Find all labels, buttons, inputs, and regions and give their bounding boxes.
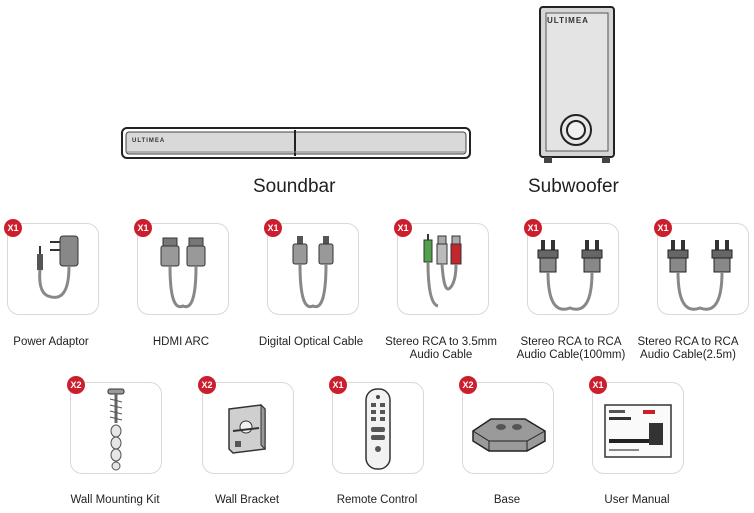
- rca-rca-100mm-label-line1: Stereo RCA to RCA: [520, 336, 622, 348]
- qty-badge: X2: [198, 376, 216, 394]
- rca-rca-25m-cable-icon: [667, 240, 733, 311]
- hdmi-arc-label: HDMI ARC: [152, 336, 210, 348]
- qty-badge: X1: [394, 219, 412, 237]
- soundbar-image: ULTIMEA: [120, 125, 472, 161]
- soundbar-logo: ULTIMEA: [132, 138, 166, 144]
- digital-optical-label: Digital Optical Cable: [258, 336, 364, 348]
- qty-badge: X1: [589, 376, 607, 394]
- qty-badge: X2: [459, 376, 477, 394]
- remote-control-icon: [365, 388, 391, 470]
- rca-rca-25m-label-line1: Stereo RCA to RCA: [637, 336, 739, 348]
- rca-35mm-card: [397, 223, 489, 315]
- rca-rca-100mm-label-line2: Audio Cable(100mm): [516, 349, 626, 361]
- qty-badge: X1: [654, 219, 672, 237]
- user-manual-card: [592, 382, 684, 474]
- soundbar-illustration: [121, 127, 471, 159]
- user-manual-icon: [604, 404, 672, 458]
- rca-rca-100mm-label: Stereo RCA to RCA Audio Cable(100mm): [496, 336, 646, 362]
- qty-badge: X1: [134, 219, 152, 237]
- rca-35mm-cable-icon: [423, 234, 462, 308]
- subwoofer-image: ULTIMEA: [538, 5, 616, 165]
- base-card: [462, 382, 554, 474]
- wall-bracket-card: [202, 382, 294, 474]
- qty-badge: X2: [67, 376, 85, 394]
- rca-rca-100mm-card: [527, 223, 619, 315]
- wall-mounting-kit-label: Wall Mounting Kit: [70, 494, 160, 506]
- user-manual-label: User Manual: [604, 494, 670, 506]
- digital-optical-card: [267, 223, 359, 315]
- hdmi-cable-icon: [160, 237, 206, 309]
- base-foot-icon: [472, 418, 546, 452]
- subwoofer-logo: ULTIMEA: [547, 16, 589, 25]
- soundbar-label: Soundbar: [253, 176, 336, 197]
- qty-badge: X1: [4, 219, 22, 237]
- hdmi-arc-card: [137, 223, 229, 315]
- base-label: Base: [493, 494, 521, 506]
- wall-mounting-kit-card: [70, 382, 162, 474]
- remote-control-label: Remote Control: [336, 494, 418, 506]
- rca-rca-25m-label-line2: Audio Cable(2.5m): [640, 349, 736, 361]
- rca-35mm-label-line1: Stereo RCA to 3.5mm: [385, 336, 497, 348]
- rca-rca-25m-label: Stereo RCA to RCA Audio Cable(2.5m): [622, 336, 754, 362]
- qty-badge: X1: [264, 219, 282, 237]
- rca-rca-25m-card: [657, 223, 749, 315]
- remote-control-card: [332, 382, 424, 474]
- rca-35mm-label: Stereo RCA to 3.5mm Audio Cable: [366, 336, 516, 362]
- qty-badge: X1: [329, 376, 347, 394]
- qty-badge: X1: [524, 219, 542, 237]
- wall-bracket-label: Wall Bracket: [214, 494, 280, 506]
- subwoofer-illustration: [539, 6, 615, 163]
- rca-35mm-label-line2: Audio Cable: [409, 349, 473, 361]
- power-adaptor-label: Power Adaptor: [13, 336, 89, 348]
- rca-rca-100mm-cable-icon: [537, 240, 603, 311]
- subwoofer-label: Subwoofer: [528, 176, 619, 197]
- wall-bracket-icon: [228, 403, 266, 454]
- optical-cable-icon: [292, 236, 334, 309]
- power-adaptor-card: [7, 223, 99, 315]
- screw-anchor-icon: [107, 388, 125, 471]
- power-adaptor-icon: [37, 235, 79, 299]
